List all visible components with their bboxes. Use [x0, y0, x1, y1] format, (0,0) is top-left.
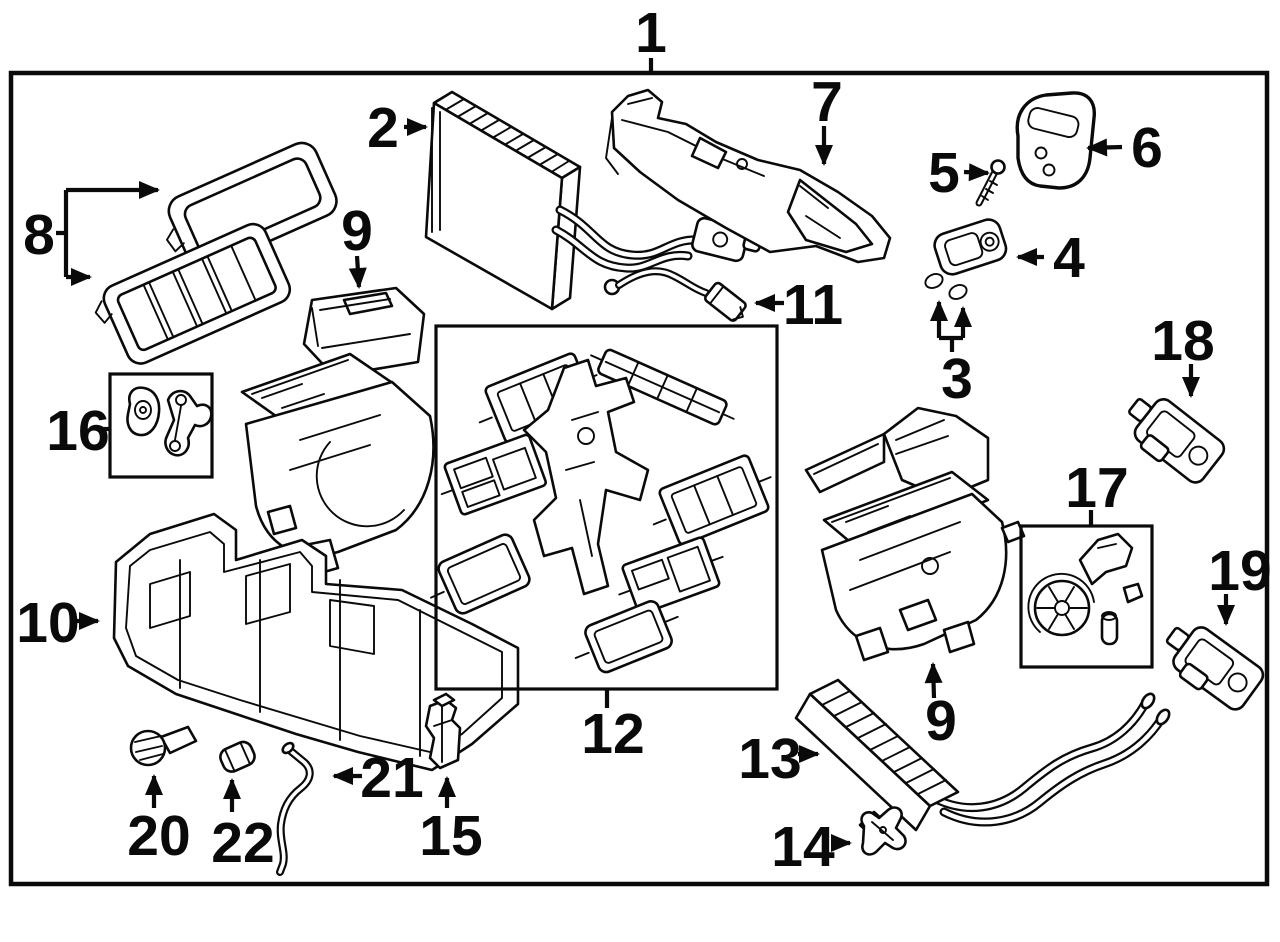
part-8-filter-cover-drawing	[166, 141, 338, 271]
callout-18: 18	[1151, 309, 1215, 398]
callout-22: 22	[211, 778, 275, 875]
air-door-bracket-d	[522, 358, 650, 596]
part-10-lower-case-drawing	[112, 512, 520, 772]
callout-8-label: 8	[23, 203, 55, 267]
callout-2: 2	[367, 96, 428, 160]
callout-17-label: 17	[1065, 456, 1128, 520]
callout-6: 6	[1086, 116, 1163, 180]
group-box-16	[108, 372, 214, 479]
callout-7-label: 7	[811, 70, 843, 134]
part-8-filter-drawing	[94, 222, 292, 365]
part-21-drain-hose-drawing	[276, 741, 314, 876]
callout-15: 15	[419, 776, 483, 868]
callout-8: 8	[23, 181, 160, 286]
callout-16-label: 16	[46, 399, 109, 463]
callout-22-label: 22	[211, 811, 274, 875]
callout-3: 3	[930, 300, 973, 411]
callout-12: 12	[581, 690, 645, 766]
air-door-flap-f	[430, 533, 531, 615]
callout-10-label: 10	[16, 591, 79, 655]
callout-13: 13	[738, 727, 820, 791]
part-13-heater-core-drawing	[794, 678, 1171, 845]
callout-21-label: 21	[360, 746, 423, 810]
callout-2-label: 2	[367, 96, 399, 160]
callout-9a-label: 9	[341, 199, 373, 263]
part-5-bolt-drawing	[975, 159, 1006, 207]
air-door-frame-c	[440, 433, 547, 516]
callout-9b-leader	[924, 662, 943, 699]
callout-5-label: 5	[928, 141, 960, 205]
callout-8-leader	[56, 187, 156, 280]
callout-12-label: 12	[581, 702, 644, 766]
callout-4: 4	[1016, 226, 1085, 290]
callout-9a-leader	[348, 255, 367, 289]
part-15-drain-fitting-drawing	[424, 692, 462, 770]
air-door-bar-b	[590, 348, 735, 426]
callout-5-leader	[963, 163, 990, 182]
callout-17: 17	[1065, 456, 1129, 526]
callout-6-leader	[1086, 138, 1123, 157]
callout-9a: 9	[341, 199, 373, 289]
callout-7: 7	[811, 70, 843, 166]
part-4-expansion-valve-drawing	[933, 218, 1008, 276]
part-18-actuator-drawing	[1128, 397, 1226, 484]
part-20-grommet-drawing	[129, 725, 198, 767]
part-14-clip-drawing	[860, 806, 907, 856]
callout-15-label: 15	[419, 804, 482, 868]
part-9a-hvac-case-left-drawing	[240, 286, 435, 596]
part-22-clip-drawing	[219, 740, 256, 773]
callout-11-label: 11	[783, 273, 843, 337]
callout-1: 1	[635, 1, 667, 73]
callout-13-label: 13	[738, 727, 801, 791]
air-door-vent-e	[652, 454, 772, 546]
callout-20-label: 20	[127, 804, 190, 868]
callout-4-label: 4	[1053, 226, 1085, 290]
callout-9b: 9	[924, 662, 957, 753]
callout-16: 16	[46, 399, 110, 463]
callout-14: 14	[771, 815, 852, 879]
part-11-wire-harness-drawing	[603, 267, 747, 322]
callout-10: 10	[16, 591, 100, 655]
part-19-actuator-drawing	[1165, 626, 1265, 711]
group-box-17	[1019, 524, 1154, 669]
callout-18-label: 18	[1151, 309, 1214, 373]
callout-1-label: 1	[635, 1, 667, 65]
callout-3-label: 3	[941, 347, 973, 411]
part-9b-hvac-case-right-drawing	[804, 406, 1026, 662]
callout-6-label: 6	[1131, 116, 1163, 180]
callout-21: 21	[332, 746, 424, 810]
callout-19: 19	[1208, 539, 1272, 626]
callout-20: 20	[127, 774, 191, 868]
callout-14-label: 14	[771, 815, 835, 879]
callout-9b-label: 9	[925, 689, 957, 753]
air-door-flap-h	[574, 600, 679, 674]
callout-5: 5	[928, 141, 990, 205]
part-6-seal-plate-drawing	[1015, 91, 1096, 190]
part-7-air-guide-drawing	[605, 88, 892, 264]
air-door-frame-g	[618, 536, 724, 615]
part-3-orings-drawing	[924, 273, 968, 300]
callout-11: 11	[754, 273, 843, 337]
callout-19-label: 19	[1208, 539, 1271, 603]
group-box-12	[430, 324, 779, 691]
callout-3-leader	[939, 335, 963, 352]
